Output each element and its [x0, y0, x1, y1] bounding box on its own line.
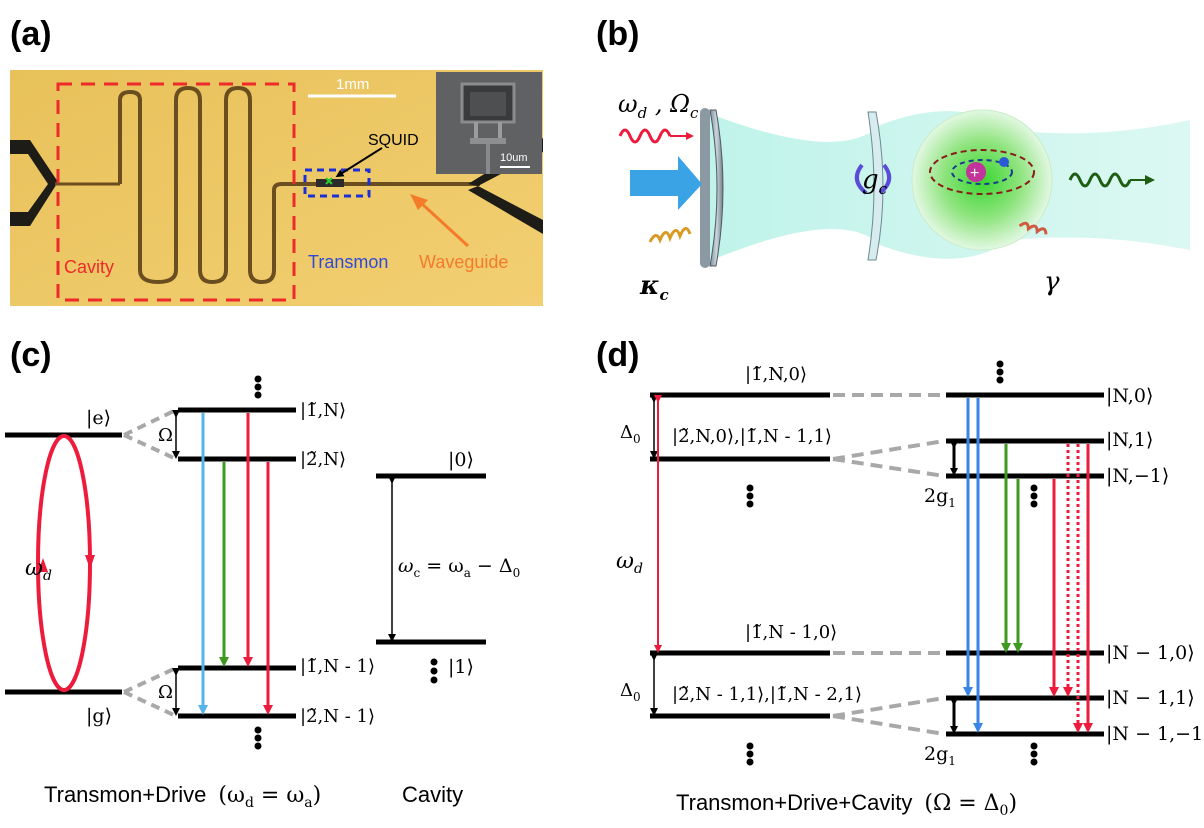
cavity-label: Cavity: [64, 257, 114, 277]
caption-c-right: Cavity: [402, 782, 463, 807]
panel-d-levels: |1̃,N,0⟩ |2̃,N,0⟩,|1̃,N - 1,1⟩ |1̃,N - 1…: [616, 360, 1204, 819]
svg-text:+: +: [970, 165, 979, 182]
state-Nm1: |N,−1⟩: [1106, 465, 1169, 487]
state-2N0-1N11: |2̃,N,0⟩,|1̃,N - 1,1⟩: [672, 426, 832, 447]
delta-lower: Δ0: [620, 680, 641, 704]
cavity-1: |1⟩: [448, 656, 474, 678]
state-1N10: |1̃,N - 1,0⟩: [745, 622, 837, 643]
drive-label: ωd , Ωc: [618, 90, 699, 122]
cavity-frequency: ωc = ωa − Δ0: [398, 555, 520, 580]
squid-label: SQUID: [368, 132, 419, 149]
state-1N0: |1̃,N,0⟩: [745, 364, 807, 385]
omega-lower: Ω: [158, 682, 173, 703]
state-N1: |N,1⟩: [1106, 429, 1153, 451]
caption-d: Transmon+Drive+Cavity(Ω = Δ0): [676, 790, 1017, 819]
panel-c-levels: |e⟩ |g⟩ ωd Ω Ω |1̃,N⟩ |2̃,N⟩ |1̃,N - 1⟩ …: [5, 375, 520, 811]
gamma-label: γ: [1044, 267, 1060, 297]
inset-scale-label: 10um: [500, 152, 528, 164]
state-N1m1: |N − 1,−1⟩: [1106, 723, 1204, 745]
delta-upper: Δ0: [620, 422, 641, 446]
state-1N1: |1̃,N - 1⟩: [300, 656, 375, 677]
state-2N1: |2̃,N - 1⟩: [300, 706, 375, 727]
transmon-label: Transmon: [308, 252, 388, 272]
omega-d-c: ωd: [25, 556, 52, 584]
device-photo: SQUID 1mm 10um Cavity Transmon Waveguide: [10, 70, 543, 306]
two-g1-upper: 2g1: [924, 485, 956, 510]
transmon-box: [303, 168, 371, 198]
state-N0: |N,0⟩: [1106, 385, 1153, 407]
kappa-label: κc: [639, 271, 669, 304]
waveguide-label: Waveguide: [419, 252, 508, 272]
cavity-schematic: + ωd , Ωc κc gc γ: [618, 90, 1190, 304]
scale-bar-label: 1mm: [336, 76, 369, 93]
panel-label-b: (b): [596, 15, 639, 53]
drive-arrow-icon: [630, 156, 702, 210]
two-g1-lower: 2g1: [924, 743, 956, 768]
omega-d-d: ωd: [616, 549, 643, 577]
state-2N: |2̃,N⟩: [300, 449, 346, 470]
omega-upper: Ω: [158, 425, 173, 446]
panel-label-c: (c): [10, 336, 52, 374]
state-1N: |1̃,N⟩: [300, 400, 346, 421]
coupling-label: gc: [862, 165, 888, 198]
state-g: |g⟩: [86, 705, 112, 727]
panel-label-a: (a): [10, 15, 52, 53]
panel-label-d: (d): [596, 336, 639, 374]
cavity-0: |0⟩: [448, 449, 474, 471]
state-2N11-1N21: |2̃,N - 1,1⟩,|1̃,N - 2,1⟩: [672, 684, 862, 705]
caption-c-left: Transmon+Drive(ωd = ωa): [44, 782, 321, 811]
state-N11: |N − 1,1⟩: [1106, 687, 1195, 709]
cavity-box: [56, 82, 296, 302]
state-N10: |N − 1,0⟩: [1106, 642, 1195, 664]
state-e: |e⟩: [86, 407, 111, 429]
